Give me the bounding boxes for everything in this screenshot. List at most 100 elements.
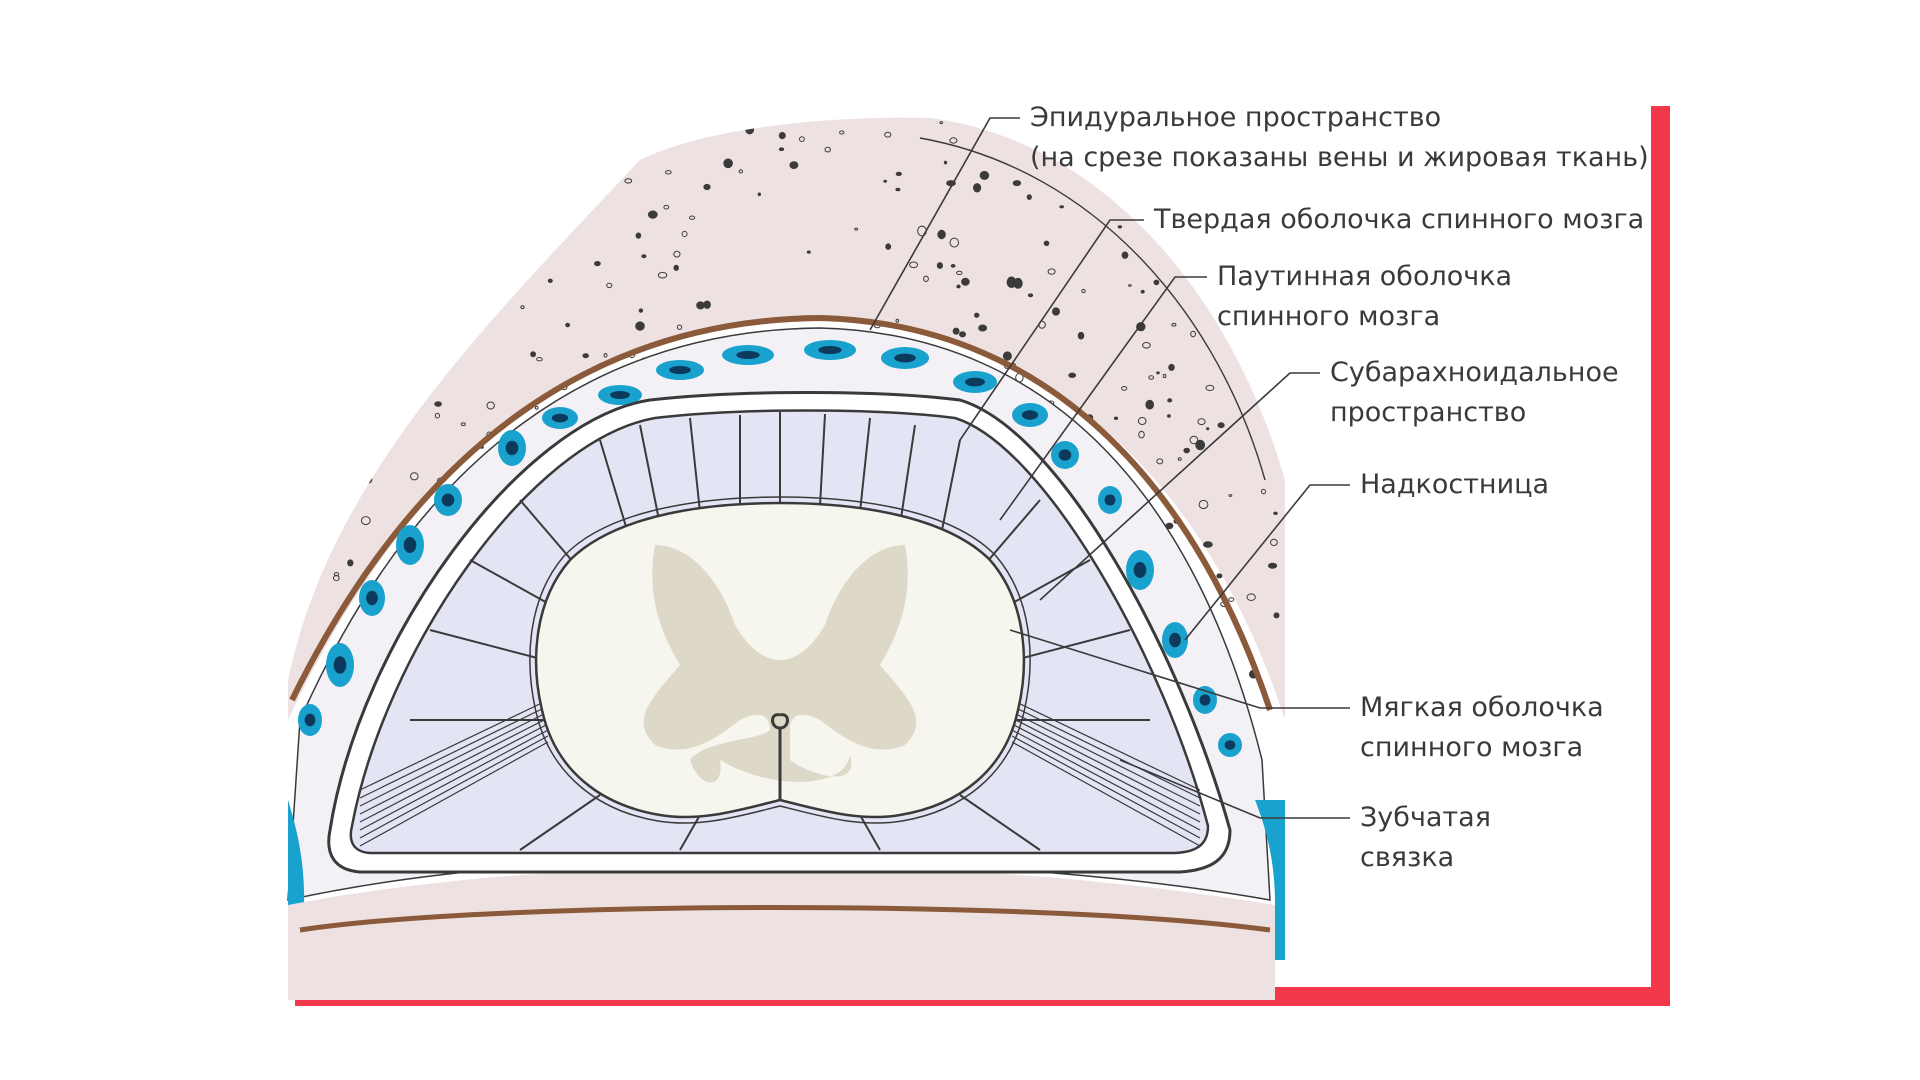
bone-pore bbox=[1189, 435, 1199, 445]
bone-pore bbox=[594, 261, 601, 267]
bone-pore bbox=[1228, 597, 1235, 602]
bone-pore bbox=[1142, 342, 1151, 349]
bone-pore bbox=[537, 187, 547, 195]
bone-pore bbox=[1190, 330, 1196, 338]
bone-pore bbox=[703, 183, 711, 191]
bone-pore bbox=[430, 241, 438, 248]
bone-pore bbox=[949, 137, 958, 144]
bone-pore bbox=[315, 414, 322, 419]
bone-pore bbox=[486, 401, 495, 410]
bone-pore bbox=[434, 401, 442, 407]
bone-pore bbox=[1177, 457, 1182, 461]
bone-pore bbox=[696, 301, 705, 310]
bone-pore bbox=[956, 284, 961, 289]
bone-pore bbox=[410, 472, 419, 481]
bone-pore bbox=[854, 227, 859, 231]
bone-pore bbox=[347, 559, 354, 567]
bone-pore bbox=[973, 183, 982, 193]
bone-pore bbox=[1137, 417, 1147, 425]
bone-pore bbox=[447, 171, 455, 179]
bone-pore bbox=[624, 178, 633, 184]
bone-pore bbox=[657, 271, 668, 279]
bone-pore bbox=[606, 282, 613, 289]
bone-pore bbox=[400, 408, 409, 416]
bone-pore bbox=[530, 351, 536, 358]
bone-pore bbox=[370, 157, 375, 161]
lower-periosteum bbox=[299, 905, 1271, 933]
bone-pore bbox=[603, 353, 608, 358]
bone-pore bbox=[638, 308, 644, 313]
ligament-fiber-right bbox=[1011, 729, 1201, 831]
epidural-vein-lumen bbox=[736, 351, 760, 359]
bone-pore bbox=[515, 250, 522, 257]
bone-pore bbox=[453, 205, 458, 210]
bone-pore bbox=[322, 135, 333, 144]
leader-pia bbox=[1009, 629, 1350, 709]
bone-pore bbox=[1002, 351, 1012, 361]
bone-pore bbox=[289, 304, 295, 311]
bone-pore bbox=[937, 229, 946, 240]
bone-pore bbox=[895, 318, 900, 323]
ligament-fiber-left bbox=[359, 717, 549, 815]
bone-pore bbox=[360, 516, 371, 526]
bone-pore bbox=[1270, 538, 1278, 547]
bone-pore bbox=[536, 357, 543, 362]
bone-pore bbox=[391, 359, 397, 363]
bone-pore bbox=[1113, 416, 1119, 420]
bone-pore bbox=[446, 205, 452, 210]
bone-pore bbox=[895, 187, 901, 192]
bone-pore bbox=[343, 269, 350, 276]
bone-pore bbox=[689, 215, 696, 220]
bone-pore bbox=[376, 143, 383, 150]
bone-pore bbox=[676, 324, 683, 330]
bone-pore bbox=[884, 131, 892, 138]
bone-pore bbox=[757, 192, 761, 197]
bone-pore bbox=[974, 312, 980, 318]
bone-pore bbox=[422, 377, 431, 384]
bone-pore bbox=[409, 123, 418, 131]
bone-pore bbox=[673, 250, 681, 258]
bone-pore bbox=[1244, 177, 1251, 185]
bone-pore bbox=[395, 401, 402, 408]
bone-pore bbox=[393, 190, 401, 196]
bone-pore bbox=[632, 126, 643, 137]
leader-dura bbox=[959, 219, 1144, 441]
bone-pore bbox=[301, 193, 308, 199]
bone-pore bbox=[467, 146, 477, 153]
bone-pore bbox=[460, 422, 466, 427]
bone-pore bbox=[1140, 289, 1145, 294]
bone-pore bbox=[1026, 194, 1032, 200]
bone-pore bbox=[1206, 427, 1210, 431]
label-subarachnoid-space: Субарахноидальное пространство bbox=[1330, 357, 1619, 428]
bone-pore bbox=[540, 175, 545, 180]
bone-pore bbox=[1273, 511, 1278, 515]
epidural-vein-lumen bbox=[366, 590, 378, 606]
bone-pore bbox=[1197, 418, 1206, 426]
denticulate-ligament bbox=[359, 699, 1201, 847]
bone-pore bbox=[549, 227, 557, 234]
label-pia-mater: Мягкая оболочка спинного мозга bbox=[1360, 692, 1604, 763]
epidural-vein-lumen bbox=[1058, 449, 1072, 461]
bone-pore bbox=[635, 232, 642, 239]
bone-pore bbox=[824, 146, 831, 153]
ligament-fiber-right bbox=[1011, 717, 1201, 815]
arachnoid-trabecula bbox=[859, 814, 881, 851]
bone-pore bbox=[1162, 373, 1167, 379]
ligament-fiber-right bbox=[1011, 711, 1201, 807]
ligament-fiber-right bbox=[1011, 735, 1201, 839]
bone-pore bbox=[681, 230, 688, 238]
arachnoid-trabecula bbox=[639, 424, 661, 526]
bone-pore bbox=[327, 522, 338, 535]
bone-pore bbox=[703, 300, 711, 309]
bone-pore bbox=[1138, 430, 1145, 439]
bone-pore bbox=[723, 158, 733, 169]
bone-pore bbox=[391, 125, 397, 130]
bone-pore bbox=[728, 124, 732, 129]
bone-pore bbox=[909, 261, 919, 269]
bone-pore bbox=[320, 437, 328, 444]
bone-pore bbox=[534, 405, 539, 410]
bone-pore bbox=[464, 229, 470, 236]
bone-pore bbox=[392, 192, 401, 201]
bone-pore bbox=[991, 124, 997, 129]
